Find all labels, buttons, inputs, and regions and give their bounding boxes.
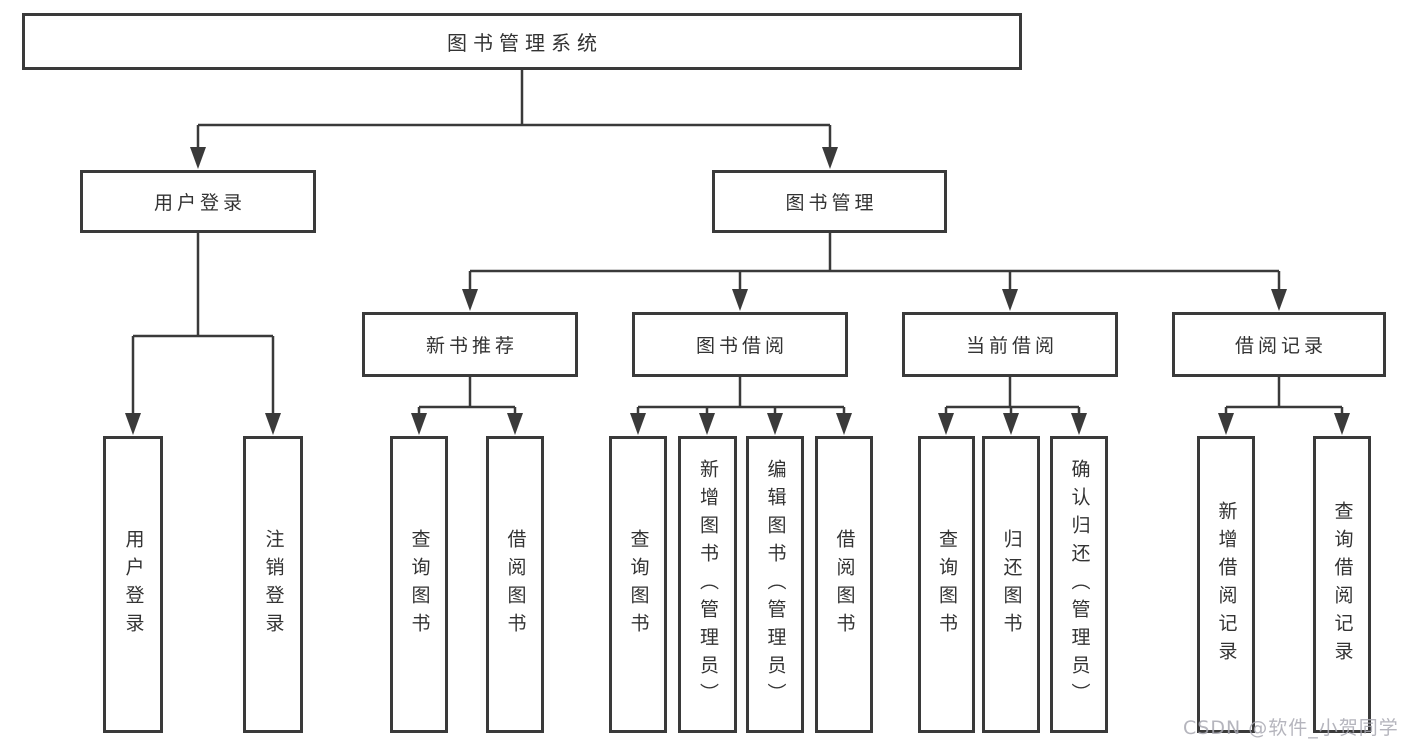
- leaf-cr-query-books-label: 查询图书: [936, 528, 958, 641]
- node-borrow-records-label: 借阅记录: [1234, 335, 1327, 357]
- leaf-bw-add-books-admin-label: 新增图书（管理员）: [697, 458, 719, 711]
- node-book-borrow-label: 图书借阅: [695, 335, 788, 357]
- leaf-cr-return-books: 归还图书: [982, 436, 1040, 733]
- leaf-cr-confirm-return-admin-label: 确认归还（管理员）: [1068, 458, 1091, 711]
- connector-root-to-level2: [196, 70, 832, 152]
- leaf-nb-query-books-label: 查询图书: [408, 528, 431, 641]
- leaf-cr-confirm-return-admin: 确认归还（管理员）: [1050, 436, 1108, 733]
- leaf-bw-edit-books-admin: 编辑图书（管理员）: [746, 436, 804, 733]
- leaf-nb-query-books: 查询图书: [390, 436, 448, 733]
- leaf-cr-return-books-label: 归还图书: [1000, 528, 1023, 641]
- leaf-bw-add-books-admin: 新增图书（管理员）: [678, 436, 737, 733]
- node-book-mgmt: 图书管理: [712, 170, 947, 233]
- leaf-bw-borrow-books: 借阅图书: [815, 436, 873, 733]
- leaf-bw-edit-books-admin-label: 编辑图书（管理员）: [764, 458, 787, 711]
- connector-book-mgmt-children: [468, 233, 1281, 294]
- leaf-logout: 注销登录: [243, 436, 303, 733]
- leaf-nb-borrow-books: 借阅图书: [486, 436, 544, 733]
- node-current-borrow-label: 当前借阅: [965, 335, 1058, 357]
- node-new-books: 新书推荐: [362, 312, 578, 377]
- leaf-nb-borrow-books-label: 借阅图书: [504, 528, 527, 641]
- leaf-bw-borrow-books-label: 借阅图书: [833, 528, 856, 641]
- leaf-rc-add-record-label: 新增借阅记录: [1215, 500, 1238, 669]
- node-book-borrow: 图书借阅: [632, 312, 848, 377]
- arrowheads: [125, 147, 1350, 435]
- leaf-logout-label: 注销登录: [262, 528, 285, 641]
- node-borrow-records: 借阅记录: [1172, 312, 1386, 377]
- connector-borrow-children: [636, 377, 846, 418]
- node-book-mgmt-label: 图书管理: [785, 192, 878, 214]
- leaf-user-login-label: 用户登录: [122, 528, 145, 641]
- leaf-bw-query-books: 查询图书: [609, 436, 667, 733]
- node-user-login: 用户登录: [80, 170, 316, 233]
- node-root: 图书管理系统: [22, 13, 1022, 70]
- leaf-rc-add-record: 新增借阅记录: [1197, 436, 1255, 733]
- leaf-rc-query-record-label: 查询借阅记录: [1331, 500, 1354, 669]
- node-root-label: 图书管理系统: [447, 31, 603, 55]
- connector-new-books-children: [417, 377, 517, 418]
- connector-user-login-children: [131, 233, 275, 418]
- connector-current-children: [944, 377, 1081, 418]
- node-user-login-label: 用户登录: [153, 192, 246, 214]
- csdn-watermark: CSDN @软件_小贺同学: [1183, 717, 1399, 739]
- leaf-bw-query-books-label: 查询图书: [627, 528, 650, 641]
- node-current-borrow: 当前借阅: [902, 312, 1118, 377]
- connector-records-children: [1224, 377, 1344, 418]
- leaf-rc-query-record: 查询借阅记录: [1313, 436, 1371, 733]
- node-new-books-label: 新书推荐: [425, 335, 518, 357]
- leaf-user-login: 用户登录: [103, 436, 163, 733]
- leaf-cr-query-books: 查询图书: [918, 436, 975, 733]
